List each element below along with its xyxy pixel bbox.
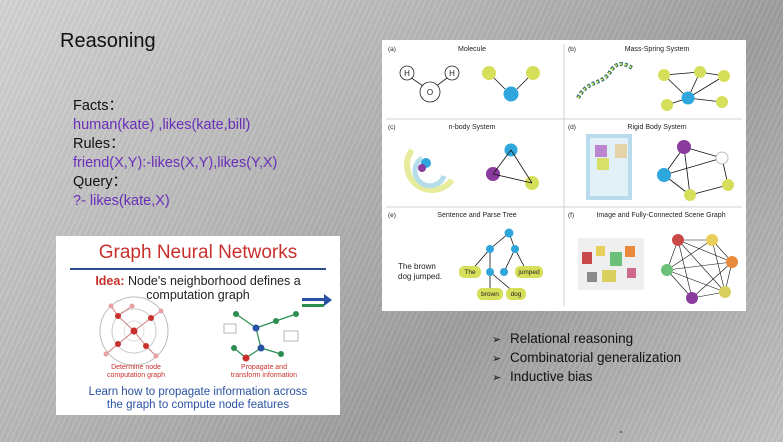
facts-label: Facts：: [73, 98, 123, 114]
arrow-bullet-icon: ➢: [492, 334, 502, 346]
parse-tree-diagram: [469, 232, 528, 294]
panel-b-letter: (b): [568, 46, 576, 53]
bullet-list: ➢ Relational reasoning ➢ Combinatorial gen…: [492, 330, 681, 387]
sentence-line-1: The brown: [398, 262, 436, 271]
tree-word-dog: dog: [510, 291, 522, 298]
slide-title: Reasoning: [60, 30, 156, 52]
atom-o: O: [426, 88, 434, 97]
n-body-diagram: [404, 143, 539, 193]
bullet-text: Combinatorial generalization: [510, 350, 682, 365]
gnn-right-caption-1: Propagate and: [241, 364, 287, 371]
gnn-right-caption: Propagate and transform information: [216, 364, 312, 380]
figure-grid: [386, 44, 742, 306]
gnn-left-caption-1: Determine node: [111, 364, 161, 371]
arrow-bullet-icon: ➢: [492, 372, 502, 384]
rules-value: friend(X,Y):-likes(X,Y),likes(Y,X): [73, 155, 278, 171]
rules-label: Rules：: [73, 136, 125, 152]
bullet-text: Relational reasoning: [510, 331, 634, 346]
panel-e-title: Sentence and Parse Tree: [437, 212, 517, 219]
computation-graph-diagram: [99, 296, 169, 366]
panel-b-title: Mass-Spring System: [624, 46, 690, 53]
scene-image: [578, 238, 644, 290]
bullet-item: ➢ Combinatorial generalization: [492, 349, 681, 368]
slide-dot: [620, 431, 622, 433]
panel-c-title: n-body System: [448, 124, 496, 131]
sentence-line-2: dog jumped.: [398, 272, 443, 281]
molecule-diagram: [399, 65, 540, 103]
panel-d-title: Rigid Body System: [627, 124, 687, 131]
panel-a-letter: (a): [388, 46, 396, 53]
mass-spring-diagram: [576, 62, 730, 111]
gnn-heading: Graph Neural Networks: [98, 242, 298, 263]
prolog-example: Facts： human(kate) ,likes(kate,bill) Rul…: [73, 97, 277, 211]
gnn-card: Graph Neural Networks Idea: Node's neigh…: [56, 236, 340, 415]
rigid-body-diagram: [586, 134, 734, 201]
parse-tree-leaves: [459, 266, 543, 300]
panel-e-letter: (e): [388, 212, 396, 219]
gnn-idea: Idea: Node's neighborhood defines a comp…: [56, 274, 340, 302]
relational-examples-figure: (a) Molecule (b) Mass-Spring System (c) …: [382, 40, 746, 311]
gnn-left-caption-2: computation graph: [107, 372, 165, 379]
scene-graph-nodes: [661, 234, 738, 304]
gnn-bottom-line-1: Learn how to propagate information acros…: [88, 386, 308, 398]
gnn-divider: [70, 268, 326, 270]
panel-f-letter: (f): [568, 212, 575, 219]
gnn-illustration: [99, 294, 332, 366]
bullet-text: Inductive bias: [510, 369, 593, 384]
tree-word-brown: brown: [481, 291, 499, 298]
query-value: ?- likes(kate,X): [73, 193, 170, 209]
panel-f-title: Image and Fully-Connected Scene Graph: [596, 212, 726, 219]
propagation-diagram: [223, 294, 332, 362]
gnn-idea-text: Node's neighborhood defines a: [124, 274, 301, 288]
atom-h-right: H: [449, 69, 455, 78]
panel-a-title: Molecule: [457, 46, 486, 53]
tree-word-jumped: jumped: [518, 269, 540, 276]
parse-tree-nodes: [486, 228, 519, 276]
facts-value: human(kate) ,likes(kate,bill): [73, 117, 251, 133]
arrow-bullet-icon: ➢: [492, 353, 502, 365]
gnn-idea-text-2: computation graph: [146, 288, 250, 302]
tree-word-the: The: [464, 269, 476, 276]
gnn-bottom-line-2: the graph to compute node features: [106, 399, 290, 411]
gnn-bottom-text: Learn how to propagate information acros…: [56, 386, 340, 412]
gnn-left-caption: Determine node computation graph: [96, 364, 176, 380]
query-label: Query：: [73, 174, 127, 190]
gnn-right-caption-2: transform information: [230, 372, 298, 379]
panel-c-letter: (c): [388, 124, 396, 131]
panel-d-letter: (d): [568, 124, 576, 131]
bullet-item: ➢ Relational reasoning: [492, 330, 681, 349]
bullet-item: ➢ Inductive bias: [492, 368, 681, 387]
gnn-idea-bold: Idea:: [95, 274, 125, 288]
atom-h-left: H: [404, 69, 410, 78]
